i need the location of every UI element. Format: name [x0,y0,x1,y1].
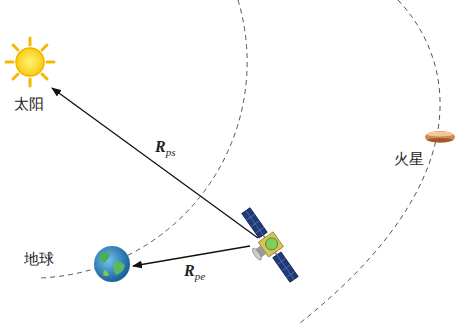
earth-label: 地球 [22,250,56,268]
vector-label: Rpe [182,262,207,285]
vector-arrow [52,88,258,238]
earth-icon [94,246,130,282]
sun-icon [6,38,54,86]
mars-icon [425,131,455,143]
mars-orbit [300,0,440,323]
mars-label: 火星 [392,150,426,168]
vector-label: Rps [153,138,177,161]
earth-orbit [40,0,247,278]
spacecraft-icon [231,205,303,290]
sun-label: 太阳 [12,95,46,113]
